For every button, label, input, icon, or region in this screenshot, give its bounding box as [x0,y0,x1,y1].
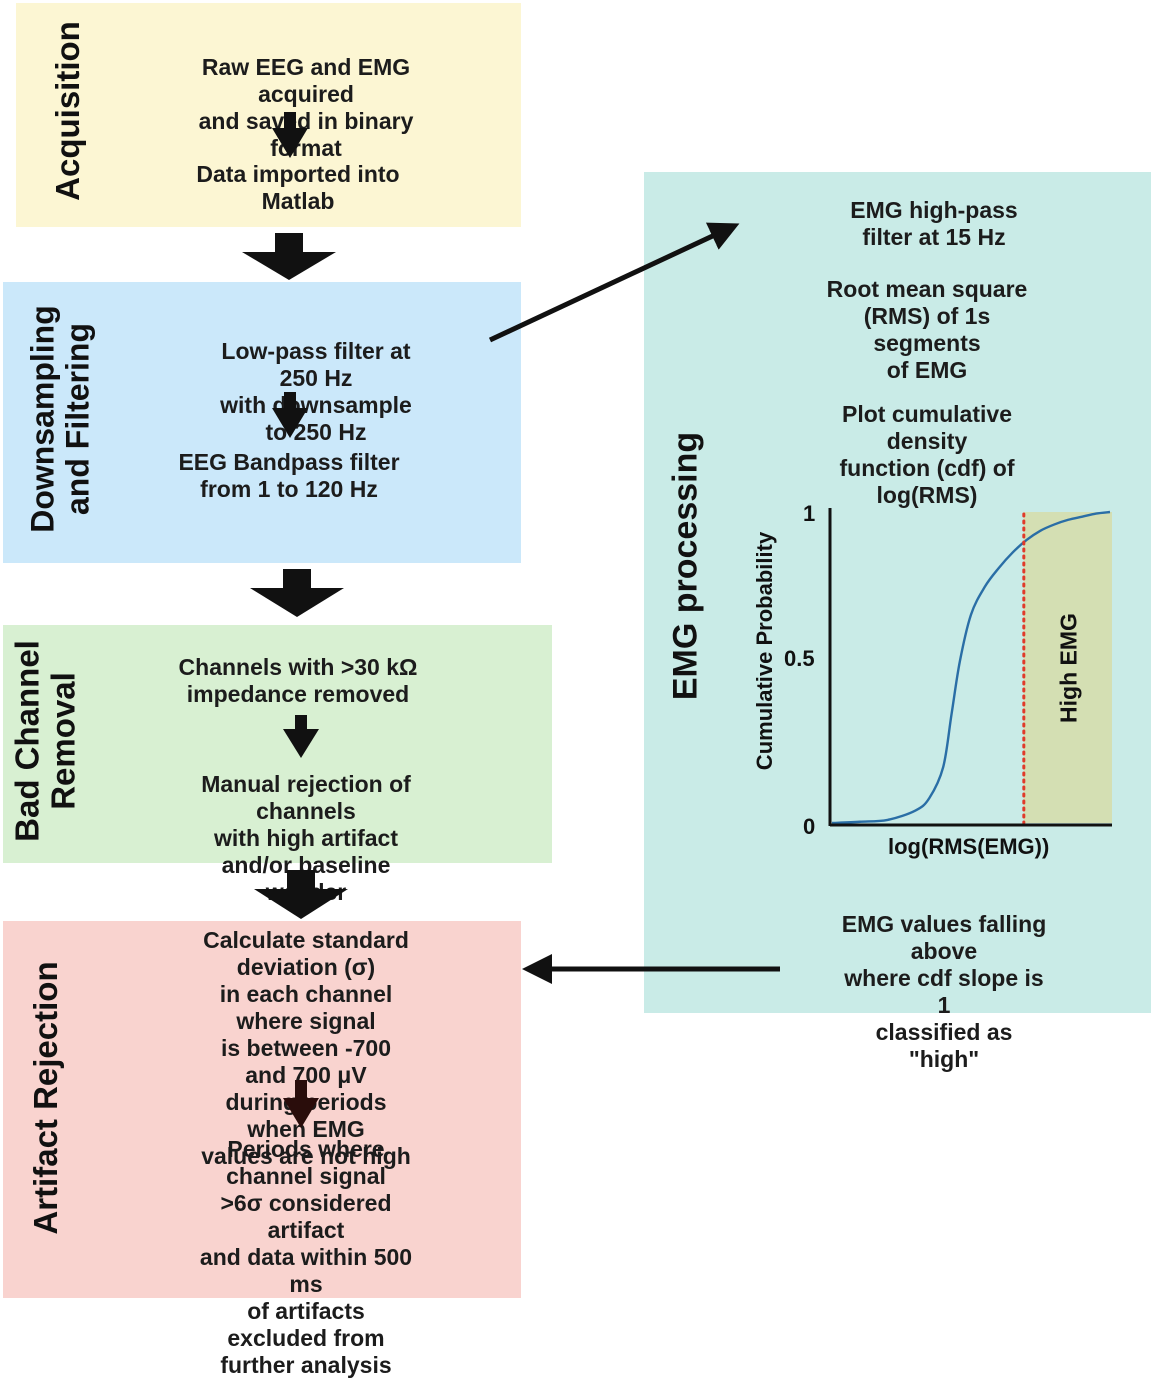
artifact-step-std: Calculate standard deviation (σ) in each… [201,927,411,1169]
emg-step-classify: EMG values falling above where cdf slope… [841,911,1047,1072]
cdf-curve [831,510,1111,825]
arrow-badchannel-inner [283,715,319,758]
x-axis-label: log(RMS(EMG)) [888,834,1050,859]
arrow-acq-inner [272,112,308,158]
arrow-filter-inner [272,392,308,438]
y-tick-0: 0 [803,814,816,839]
acquisition-step-import: Data imported into Matlab [196,161,400,214]
high-emg-label: High EMG [1055,613,1082,723]
y-tick-1: 1 [803,501,816,526]
filtering-panel: Downsampling and Filtering Low-pass filt… [3,282,521,563]
emg-step-rms: Root mean square (RMS) of 1s segments of… [826,276,1028,383]
filtering-step-bandpass: EEG Bandpass filter from 1 to 120 Hz [178,449,400,502]
arrow-artifact-inner [283,1080,319,1128]
y-tick-0-5: 0.5 [784,646,815,671]
cdf-chart [828,508,1112,827]
emg-step-cdf: Plot cumulative density function (cdf) o… [839,401,1015,508]
arrow-filter-to-badchannel [250,569,344,617]
arrow-filter-to-emg [488,222,740,343]
diagram-graphics [242,112,1112,1128]
emg-step-highpass: EMG high-pass filter at 15 Hz [850,197,1018,250]
bad-channel-panel: Bad Channel Removal Channels with >30 kΩ… [3,625,552,905]
arrow-acq-to-filter [242,233,336,280]
bad-channel-step-impedance: Channels with >30 kΩ impedance removed [178,654,418,707]
high-emg-region [1023,512,1112,823]
y-axis-label: Cumulative Probability [752,531,778,771]
arrow-badchannel-to-artifact [254,870,348,919]
